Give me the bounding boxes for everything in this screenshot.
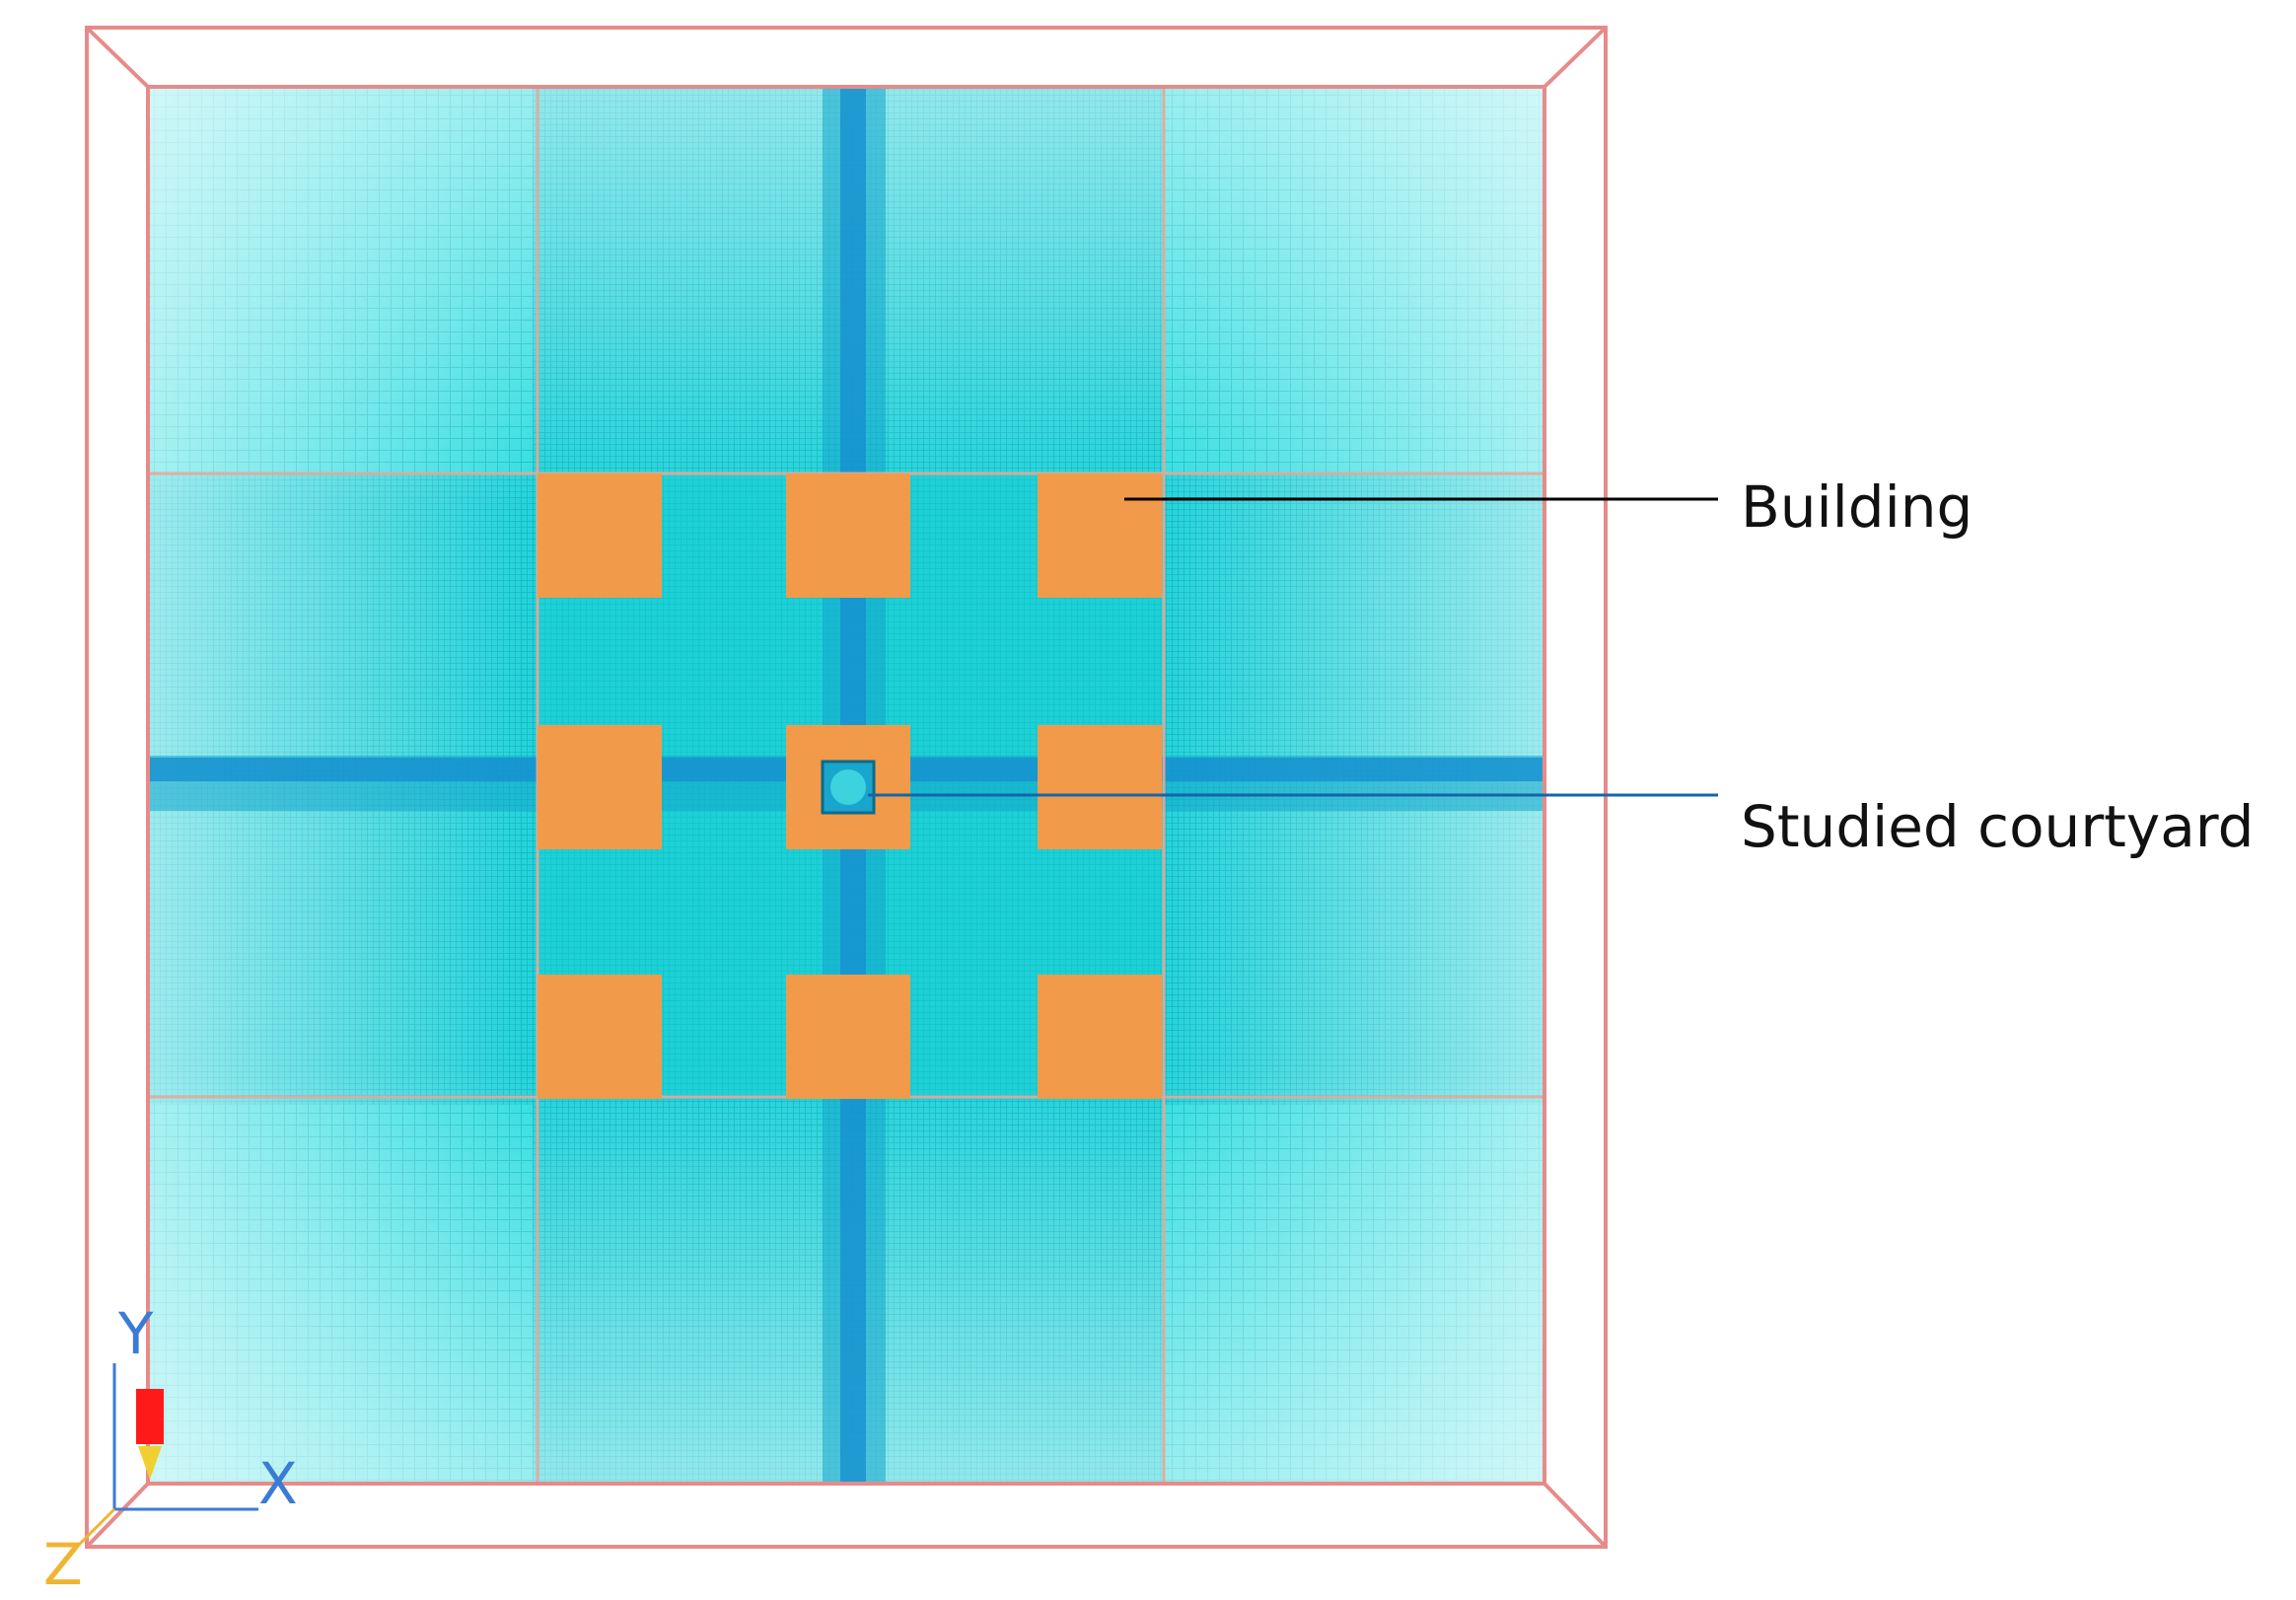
- axis-triad-icon: Y X Z: [43, 1300, 298, 1598]
- domain-outline: [85, 26, 1608, 1549]
- building-block: [786, 975, 910, 1099]
- building-label: Building: [1741, 473, 1973, 541]
- building-block: [1038, 725, 1162, 849]
- axis-x-label: X: [258, 1450, 298, 1517]
- courtyard-building: [786, 725, 910, 849]
- courtyard-label: Studied courtyard: [1741, 793, 2254, 860]
- building-block: [538, 473, 662, 598]
- building-block: [538, 725, 662, 849]
- axis-z-label: Z: [43, 1531, 83, 1598]
- building-block: [538, 975, 662, 1099]
- building-block: [1038, 473, 1162, 598]
- buildings: [538, 473, 1162, 1099]
- axis-y-label: Y: [117, 1300, 154, 1367]
- building-block: [786, 473, 910, 598]
- building-block: [1038, 975, 1162, 1099]
